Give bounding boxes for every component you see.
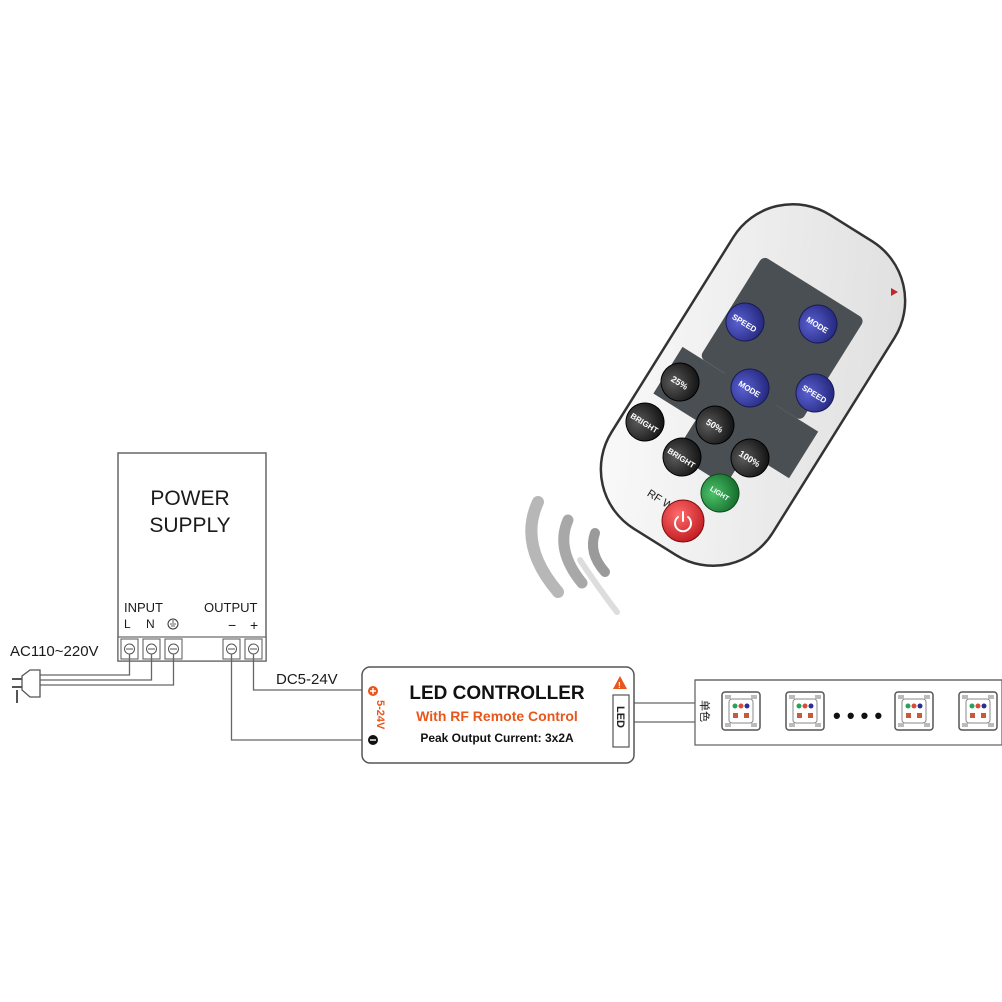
svg-text:!: !	[618, 681, 621, 690]
signal-waves-icon	[525, 496, 620, 615]
controller-spec: Peak Output Current: 3x2A	[420, 731, 574, 745]
brightness-100-button[interactable]: 100%	[724, 432, 776, 484]
controller-title: LED CONTROLLER	[409, 683, 584, 704]
ground-icon-lines	[170, 620, 176, 627]
brightness-25-button[interactable]: 25%	[654, 356, 706, 408]
mode-minus-button[interactable]: MODE	[792, 298, 844, 350]
ground-icon	[167, 618, 179, 630]
controller-body	[361, 666, 635, 764]
power-supply-title-line1: POWER	[150, 487, 229, 510]
terminal-strip	[117, 636, 267, 662]
led-chip	[721, 691, 761, 731]
strip-continuation-dots: • • • •	[833, 703, 882, 728]
controller-subtitle: With RF Remote Control	[416, 708, 578, 724]
speed-plus-button[interactable]: SPEED	[719, 296, 771, 348]
bright-minus-button[interactable]: BRIGHT	[619, 396, 671, 448]
led-controller: LED CONTROLLER With RF Remote Control Pe…	[361, 666, 635, 764]
terminal-n-label: N	[146, 617, 155, 631]
rf-logo-icon	[891, 288, 898, 296]
brightness-50-button[interactable]: 50%	[689, 399, 741, 451]
power-supply-title-line2: SUPPLY	[149, 514, 230, 537]
terminal-plus-label: +	[250, 617, 258, 633]
remote-buttons: SPEED MODE MODE SPEED 25% BRIGHT 50%	[619, 288, 898, 543]
strip-label: 单色	[698, 700, 712, 722]
bright-plus-button[interactable]: BRIGHT	[656, 431, 708, 483]
terminal-l-label: L	[124, 617, 131, 631]
power-icon	[674, 511, 692, 533]
led-strip: 单色 • • • •	[694, 679, 1002, 746]
ac-plug	[12, 669, 41, 703]
led-chip	[894, 691, 934, 731]
led-chip	[958, 691, 998, 731]
led-port-box	[612, 694, 630, 748]
controller-voltage: 5-24V	[374, 700, 386, 730]
wires	[40, 654, 695, 741]
ac-voltage-label: AC110~220V	[10, 643, 99, 660]
led-chip	[785, 691, 825, 731]
speed-minus-button[interactable]: SPEED	[789, 367, 841, 419]
power-supply: POWER SUPPLY INPUT OUTPUT L N − +	[117, 452, 267, 662]
dc-voltage-label: DC5-24V	[276, 671, 338, 688]
input-label: INPUT	[124, 600, 163, 615]
mode-plus-button[interactable]: MODE	[724, 362, 776, 414]
terminal-minus-label: −	[228, 617, 236, 633]
output-label: OUTPUT	[204, 600, 258, 615]
led-port-label: LED	[614, 706, 626, 728]
power-button[interactable]	[661, 499, 705, 543]
light-button[interactable]: LIGHT	[694, 467, 746, 519]
power-supply-box	[117, 452, 267, 662]
warning-triangle-icon	[613, 676, 627, 689]
